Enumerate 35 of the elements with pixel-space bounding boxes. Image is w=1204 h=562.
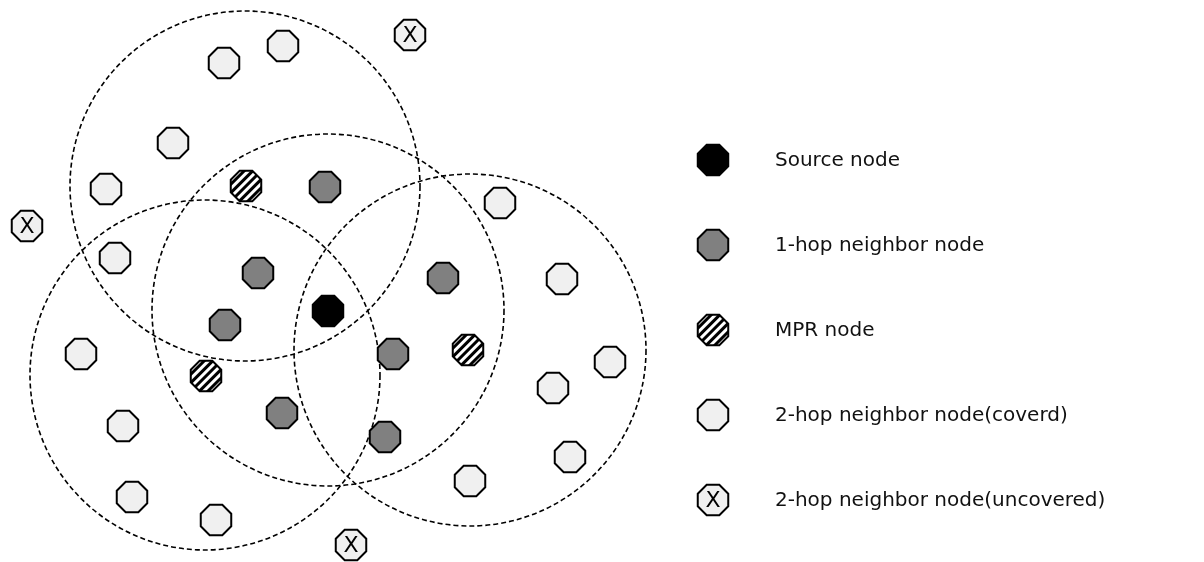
mpr-node <box>188 358 224 394</box>
two-hop-node <box>63 336 99 372</box>
two-hop-node <box>114 479 150 515</box>
uncovered-node: X <box>9 208 45 244</box>
two-hop-node <box>452 463 488 499</box>
two-hop-node <box>155 125 191 161</box>
legend-label: Source node <box>775 147 900 171</box>
uncovered-node: X <box>392 17 428 53</box>
two-hop-node <box>198 502 234 538</box>
uncovered-node: X <box>333 527 369 562</box>
two-hop-node <box>482 185 518 221</box>
two-hop-node <box>88 171 124 207</box>
two-hop-node <box>544 261 580 297</box>
one-hop-node <box>375 336 411 372</box>
mpr-node <box>228 168 264 204</box>
one-hop-node <box>207 307 243 343</box>
two-hop-node <box>552 439 588 475</box>
two-hop-node <box>105 408 141 444</box>
one-hop-node <box>425 260 461 296</box>
legend-label: 2-hop neighbor node(coverd) <box>775 402 1068 426</box>
one-hop-node <box>307 169 343 205</box>
one-hop-node <box>264 395 300 431</box>
legend-label: MPR node <box>775 317 875 341</box>
two-hop-node <box>206 45 242 81</box>
one-hop-node <box>367 419 403 455</box>
legend-label: 2-hop neighbor node(uncovered) <box>775 487 1106 511</box>
mpr-node <box>450 332 486 368</box>
two-hop-node <box>97 240 133 276</box>
one-hop-node <box>240 255 276 291</box>
two-hop-node <box>592 344 628 380</box>
legend-label: 1-hop neighbor node <box>775 232 985 256</box>
two-hop-node <box>535 370 571 406</box>
uncovered-node-symbol: X <box>695 482 731 518</box>
source-node <box>310 293 346 329</box>
two-hop-node <box>265 28 301 64</box>
